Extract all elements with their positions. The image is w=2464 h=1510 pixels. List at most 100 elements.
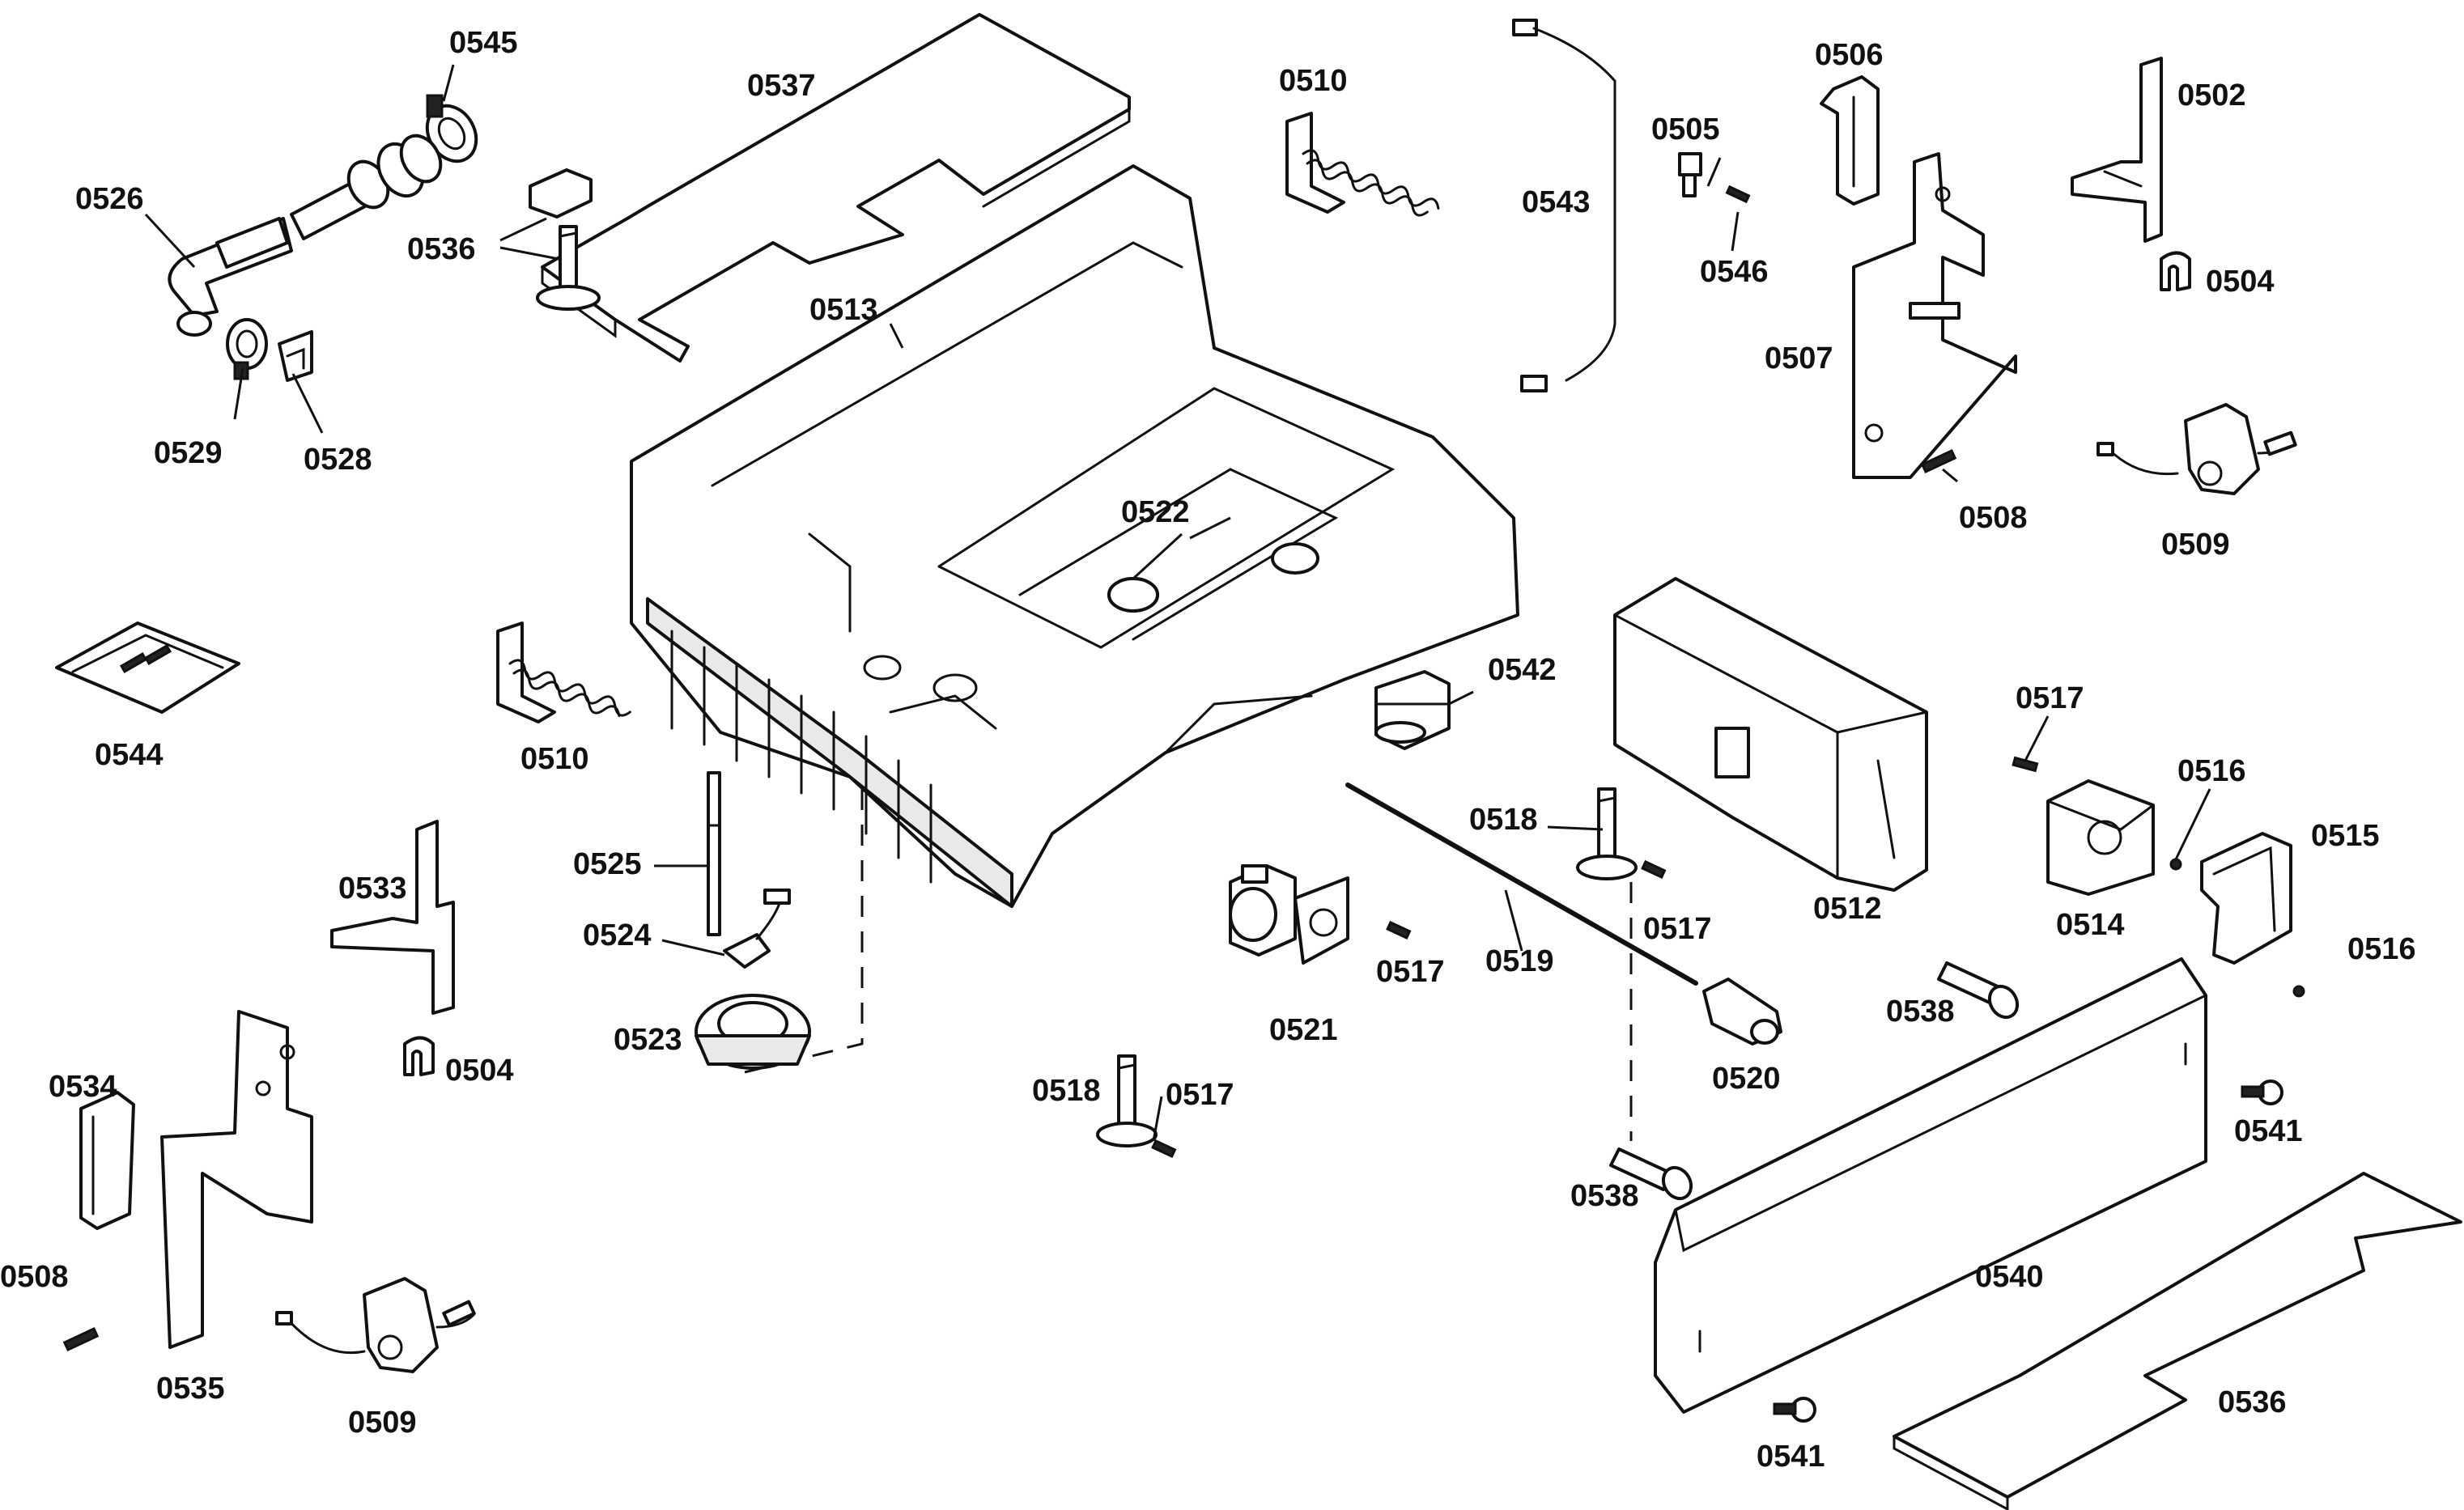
- label-0536-top: 0536: [407, 232, 476, 266]
- part-0505-sensor: [1678, 152, 1702, 197]
- part-0538-bolt-a: [1937, 961, 2020, 1020]
- label-0535: 0535: [156, 1372, 225, 1406]
- part-0515-cover: [2200, 832, 2292, 965]
- label-0525: 0525: [573, 847, 642, 881]
- label-0542: 0542: [1488, 653, 1557, 687]
- part-0536-adjustable-foot: [529, 168, 601, 311]
- label-0504-lower: 0504: [445, 1054, 514, 1088]
- part-0507-bracket: [1852, 152, 2017, 479]
- label-0502: 0502: [2177, 78, 2246, 112]
- part-0510-hinge-spring-top: [1285, 112, 1440, 217]
- label-0522: 0522: [1121, 495, 1190, 529]
- part-0546-screw: [1725, 185, 1751, 204]
- label-0509-top: 0509: [2161, 528, 2230, 562]
- label-0534: 0534: [49, 1070, 117, 1104]
- label-0507: 0507: [1765, 341, 1833, 375]
- label-0517-b: 0517: [1643, 912, 1712, 946]
- part-0513-base-frame: [630, 164, 1519, 908]
- part-0542-valve: [1374, 670, 1451, 750]
- label-0545: 0545: [449, 26, 518, 60]
- part-0516-screw-b: [2292, 985, 2305, 998]
- part-0504-clip-top: [2160, 251, 2191, 291]
- label-0533: 0533: [338, 872, 407, 906]
- label-0508-lower: 0508: [0, 1260, 69, 1294]
- label-0512: 0512: [1813, 892, 1882, 926]
- part-0519-rod: [1345, 783, 1698, 986]
- label-0523: 0523: [614, 1023, 682, 1057]
- label-0509-lower: 0509: [348, 1406, 417, 1440]
- part-labels: 0545 0537 0510 0543 0505 0506 0502 0526 …: [0, 26, 2416, 1474]
- part-0504-clip-lower: [403, 1036, 435, 1076]
- label-0518-b: 0518: [1032, 1074, 1101, 1108]
- label-0516-b: 0516: [2347, 932, 2416, 966]
- label-0521: 0521: [1269, 1013, 1338, 1047]
- part-0508-screw-top: [1920, 449, 1957, 473]
- part-0524-float: [723, 889, 791, 969]
- part-0520-knob: [1702, 978, 1782, 1046]
- part-0510-hinge-spring-left: [496, 621, 631, 723]
- part-0508-screw-lower: [62, 1327, 100, 1351]
- label-0510-left: 0510: [520, 742, 589, 776]
- part-0534-bracket: [79, 1091, 135, 1230]
- part-0502-bracket: [2071, 57, 2163, 243]
- label-0537: 0537: [747, 69, 816, 103]
- part-0528-hose-holder: [278, 330, 313, 382]
- part-0538-bolt-b: [1609, 1147, 1693, 1201]
- part-0523-sump: [695, 994, 811, 1070]
- label-0526: 0526: [75, 182, 144, 216]
- label-0520: 0520: [1712, 1062, 1781, 1096]
- label-0505: 0505: [1651, 112, 1720, 146]
- label-0514: 0514: [2056, 908, 2125, 942]
- label-0543: 0543: [1522, 185, 1591, 219]
- part-0516-screw-a: [2169, 858, 2182, 871]
- part-0544-parts-bag: [55, 621, 240, 714]
- label-0504-top: 0504: [2206, 265, 2275, 299]
- label-0516-a: 0516: [2177, 754, 2246, 788]
- part-0521-water-valve: [1229, 864, 1349, 965]
- label-0541-a: 0541: [2234, 1114, 2303, 1148]
- label-0508-top: 0508: [1959, 501, 2028, 535]
- label-0517-d: 0517: [1166, 1078, 1234, 1112]
- part-0512-control-module: [1613, 577, 1928, 892]
- part-0514-housing: [2046, 779, 2155, 896]
- part-0517-screw-c: [1386, 920, 1412, 940]
- label-0506: 0506: [1815, 38, 1884, 72]
- leader-lines: [144, 64, 2211, 1142]
- label-0540: 0540: [1975, 1260, 2044, 1294]
- part-0518-foot-b: [1096, 1054, 1158, 1147]
- part-0518-foot-a: [1576, 787, 1638, 880]
- part-0541-screw-a: [2241, 1079, 2283, 1105]
- label-0544: 0544: [95, 738, 164, 772]
- label-0528: 0528: [304, 443, 372, 477]
- part-0509-door-lock-lower: [275, 1277, 476, 1373]
- part-0529-clamp: [226, 318, 268, 380]
- label-0538-b: 0538: [1570, 1179, 1639, 1213]
- label-0546: 0546: [1700, 255, 1769, 289]
- label-0515: 0515: [2311, 819, 2380, 853]
- part-0535-bracket: [160, 1010, 313, 1349]
- part-0543-wire-harness: [1512, 19, 1616, 392]
- part-0517-screw-b: [1641, 859, 1667, 880]
- label-0538-a: 0538: [1886, 995, 1955, 1029]
- label-0517-c: 0517: [1376, 955, 1445, 989]
- label-0536-bottom: 0536: [2218, 1385, 2287, 1419]
- label-0518-a: 0518: [1469, 803, 1538, 837]
- label-0529: 0529: [154, 436, 223, 470]
- label-0519: 0519: [1485, 944, 1554, 978]
- part-0533-bracket: [330, 820, 455, 1015]
- label-0517-a: 0517: [2016, 681, 2084, 715]
- part-0526-drain-hose: [168, 134, 443, 337]
- label-0524: 0524: [583, 918, 652, 952]
- part-0506-bracket: [1820, 75, 1880, 206]
- part-0509-door-lock-top: [2097, 403, 2297, 495]
- part-0536-toe-panel: [1893, 1172, 2462, 1510]
- part-0517-screw-d: [1151, 1139, 1177, 1159]
- part-0541-screw-b: [1773, 1397, 1816, 1423]
- part-0525-shaft: [707, 771, 721, 936]
- label-0513: 0513: [809, 293, 878, 327]
- part-0522-circulation-pump: [1107, 577, 1159, 613]
- part-0540-kick-panel: [1654, 957, 2207, 1414]
- label-0510-top: 0510: [1279, 64, 1348, 98]
- label-0541-b: 0541: [1757, 1440, 1825, 1474]
